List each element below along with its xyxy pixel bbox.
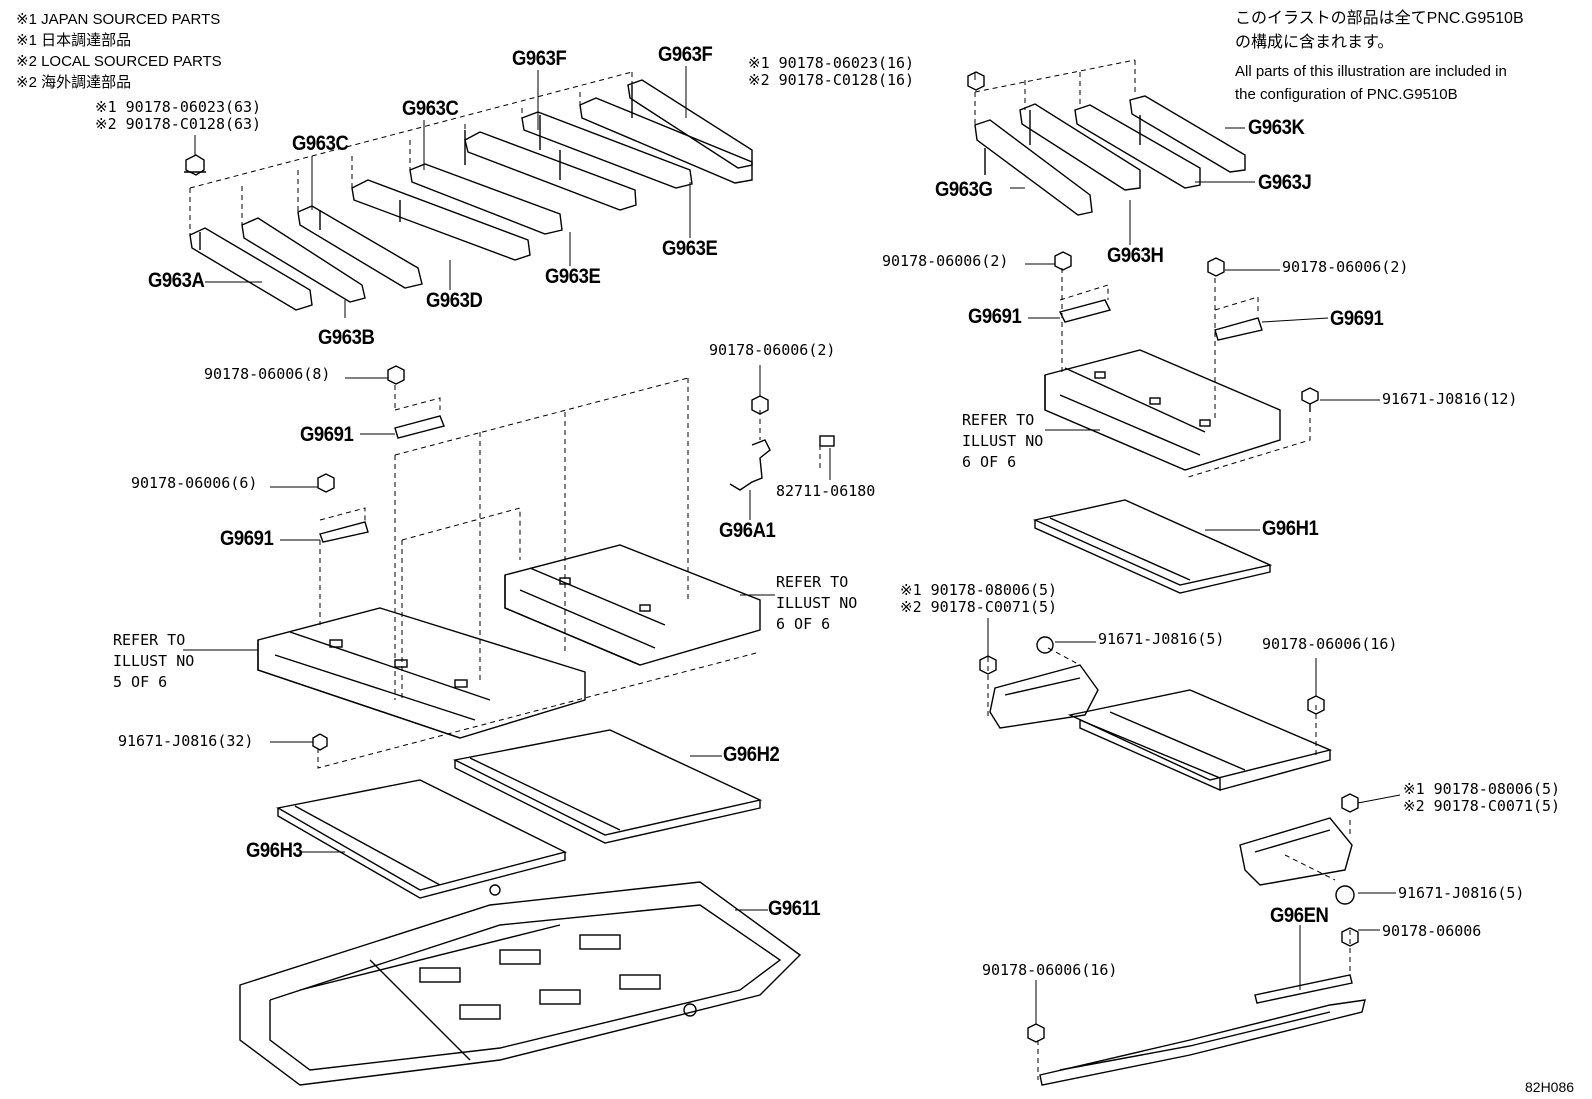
label-g963e[interactable]: G963E bbox=[545, 265, 601, 288]
refer-line: 6 OF 6 bbox=[962, 453, 1017, 471]
label-90178-c0128-63[interactable]: ※2 90178-C0128(63) bbox=[95, 115, 262, 133]
dashed-guides-right-mid bbox=[987, 630, 1351, 1080]
dashed-guides-top-right bbox=[974, 59, 1136, 125]
label-90178-06006-2[interactable]: 90178-06006(2) bbox=[1282, 258, 1409, 276]
label-g963f[interactable]: G963F bbox=[658, 43, 713, 66]
dashed-guides-right-module bbox=[1059, 268, 1311, 479]
nut-icon bbox=[317, 365, 769, 493]
label-g96a1[interactable]: G96A1 bbox=[719, 519, 776, 542]
label-g96h2[interactable]: G96H2 bbox=[723, 743, 780, 766]
bracket-rails-right bbox=[974, 95, 1246, 216]
battery-module-center bbox=[504, 544, 761, 666]
label-g963k[interactable]: G963K bbox=[1248, 116, 1305, 139]
refer-line: REFER TO bbox=[113, 631, 186, 649]
dashed-guides-middle bbox=[317, 377, 821, 769]
label-90178-06006-16[interactable]: 90178-06006(16) bbox=[982, 961, 1118, 979]
label-g963d[interactable]: G963D bbox=[426, 289, 483, 312]
frame-right-middle bbox=[1067, 689, 1333, 792]
legend-local-sourced: ※2 LOCAL SOURCED PARTS bbox=[16, 53, 222, 70]
label-g963j[interactable]: G963J bbox=[1258, 171, 1312, 194]
rail-bottom-right bbox=[1039, 999, 1366, 1086]
refer-note-center[interactable]: REFER TO ILLUST NO 6 OF 6 bbox=[776, 572, 857, 635]
refer-line: ILLUST NO bbox=[962, 432, 1044, 450]
label-g963b[interactable]: G963B bbox=[318, 326, 375, 349]
label-g96en[interactable]: G96EN bbox=[1270, 904, 1329, 927]
label-90178-c0071-5[interactable]: ※2 90178-C0071(5) bbox=[900, 598, 1058, 616]
label-g96h3[interactable]: G96H3 bbox=[246, 839, 303, 862]
label-g9611[interactable]: G9611 bbox=[768, 897, 821, 920]
label-g963c[interactable]: G963C bbox=[292, 132, 349, 155]
label-g963a[interactable]: G963A bbox=[148, 269, 205, 292]
note-jp-line2: の構成に含まれます。 bbox=[1235, 34, 1394, 51]
label-g963g[interactable]: G963G bbox=[935, 178, 993, 201]
label-90178-06006[interactable]: 90178-06006 bbox=[1382, 922, 1482, 940]
note-en-line2: the configuration of PNC.G9510B bbox=[1235, 86, 1458, 103]
nut-icon bbox=[967, 71, 985, 91]
bracket-g9691 bbox=[1058, 299, 1263, 341]
battery-module-right bbox=[1044, 349, 1281, 471]
nut-icon bbox=[979, 655, 1359, 1043]
label-g9691[interactable]: G9691 bbox=[300, 423, 354, 446]
note-jp-line1: このイラストの部品は全てPNC.G9510B bbox=[1235, 10, 1524, 27]
tray-g96h1 bbox=[1032, 499, 1273, 594]
refer-line: ILLUST NO bbox=[776, 594, 858, 612]
label-82711-06180[interactable]: 82711-06180 bbox=[776, 482, 876, 500]
bolt-icon bbox=[312, 733, 328, 751]
refer-line: REFER TO bbox=[962, 411, 1035, 429]
tray-g96h3 bbox=[276, 779, 567, 899]
label-90178-c0071-5[interactable]: ※2 90178-C0071(5) bbox=[1403, 797, 1561, 815]
bolt-icon bbox=[1036, 636, 1355, 905]
refer-line: 6 OF 6 bbox=[776, 615, 831, 633]
refer-line: 5 OF 6 bbox=[113, 673, 168, 691]
refer-line: REFER TO bbox=[776, 573, 849, 591]
battery-module-left bbox=[257, 607, 586, 739]
lower-case-g9611 bbox=[239, 881, 802, 1086]
cover-plate-right bbox=[1239, 817, 1353, 886]
label-g9691[interactable]: G9691 bbox=[1330, 307, 1384, 330]
label-90178-06023-63[interactable]: ※1 90178-06023(63) bbox=[95, 98, 262, 116]
bracket-g96en bbox=[1254, 974, 1353, 1004]
label-90178-08006-5[interactable]: ※1 90178-08006(5) bbox=[900, 581, 1058, 599]
cover-plate-mid bbox=[989, 664, 1099, 729]
note-en-line1: All parts of this illustration are inclu… bbox=[1235, 63, 1507, 80]
dashed-guides-top-left bbox=[189, 71, 633, 235]
legend-japan-sourced: ※1 JAPAN SOURCED PARTS bbox=[16, 11, 221, 28]
label-90178-06006-2[interactable]: 90178-06006(2) bbox=[709, 341, 836, 359]
label-g963e[interactable]: G963E bbox=[662, 237, 718, 260]
label-91671-j0816-12[interactable]: 91671-J0816(12) bbox=[1382, 390, 1518, 408]
label-g9691[interactable]: G9691 bbox=[220, 527, 274, 550]
legend-local-sourced-jp: ※2 海外調達部品 bbox=[16, 74, 132, 91]
label-90178-06023-16[interactable]: ※1 90178-06023(16) bbox=[748, 54, 915, 72]
nut-icon bbox=[184, 154, 206, 176]
label-91671-j0816-5[interactable]: 91671-J0816(5) bbox=[1398, 884, 1525, 902]
label-g963h[interactable]: G963H bbox=[1107, 244, 1164, 267]
diagram-id: 82H086 bbox=[1525, 1079, 1575, 1095]
refer-line: ILLUST NO bbox=[113, 652, 195, 670]
bracket-g9691 bbox=[319, 415, 445, 543]
label-g96h1[interactable]: G96H1 bbox=[1262, 517, 1319, 540]
label-90178-08006-5[interactable]: ※1 90178-08006(5) bbox=[1403, 780, 1561, 798]
refer-note-left[interactable]: REFER TO ILLUST NO 5 OF 6 bbox=[113, 630, 194, 693]
tray-g96h2 bbox=[452, 729, 763, 844]
label-g963f[interactable]: G963F bbox=[512, 47, 567, 70]
harness-g96a1 bbox=[729, 435, 835, 491]
label-91671-j0816-5[interactable]: 91671-J0816(5) bbox=[1098, 630, 1225, 648]
label-90178-c0128-16[interactable]: ※2 90178-C0128(16) bbox=[748, 71, 915, 89]
label-g9691[interactable]: G9691 bbox=[968, 305, 1022, 328]
label-91671-j0816-32[interactable]: 91671-J0816(32) bbox=[118, 732, 254, 750]
label-90178-06006-8[interactable]: 90178-06006(8) bbox=[204, 365, 331, 383]
refer-note-right[interactable]: REFER TO ILLUST NO 6 OF 6 bbox=[962, 410, 1043, 473]
legend-japan-sourced-jp: ※1 日本調達部品 bbox=[16, 32, 132, 49]
label-90178-06006-2[interactable]: 90178-06006(2) bbox=[882, 252, 1009, 270]
label-g963c[interactable]: G963C bbox=[402, 97, 459, 120]
label-90178-06006-16[interactable]: 90178-06006(16) bbox=[1262, 635, 1398, 653]
bolt-icon bbox=[1301, 387, 1319, 412]
label-90178-06006-6[interactable]: 90178-06006(6) bbox=[131, 474, 258, 492]
nut-icon bbox=[1054, 251, 1225, 277]
